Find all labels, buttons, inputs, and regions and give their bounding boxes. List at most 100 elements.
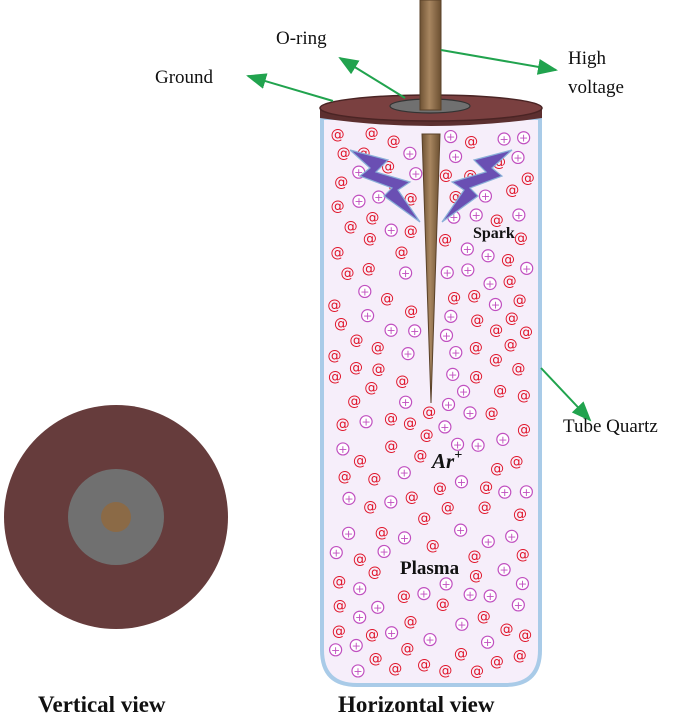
- svg-text:@: @: [328, 348, 342, 364]
- ion-symbol: +: [449, 345, 463, 360]
- svg-text:+: +: [472, 209, 481, 222]
- svg-text:@: @: [413, 448, 427, 464]
- electron-symbol: @: [503, 273, 517, 289]
- svg-text:+: +: [522, 486, 531, 499]
- svg-text:@: @: [420, 427, 434, 443]
- ion-symbol: +: [397, 531, 412, 545]
- electron-symbol: @: [517, 422, 531, 438]
- electron-symbol: @: [353, 551, 367, 567]
- electron-symbol: @: [469, 568, 483, 584]
- svg-text:+: +: [466, 588, 475, 601]
- svg-text:@: @: [518, 628, 532, 644]
- svg-text:+: +: [354, 166, 363, 179]
- ion-symbol: +: [438, 420, 452, 434]
- electron-symbol: @: [490, 212, 504, 228]
- svg-text:+: +: [361, 416, 370, 429]
- svg-text:@: @: [493, 383, 507, 399]
- svg-text:@: @: [441, 500, 455, 516]
- electron-symbol: @: [447, 290, 461, 306]
- svg-text:@: @: [363, 231, 377, 247]
- ion-symbol: +: [439, 328, 454, 342]
- svg-text:@: @: [403, 416, 417, 432]
- svg-text:@: @: [363, 499, 377, 515]
- electron-symbol: @: [467, 288, 481, 304]
- svg-text:@: @: [504, 337, 518, 353]
- svg-text:@: @: [395, 373, 409, 389]
- svg-text:@: @: [332, 623, 346, 639]
- svg-text:+: +: [411, 168, 420, 181]
- electron-symbol: @: [478, 499, 492, 515]
- electron-symbol: @: [368, 565, 382, 581]
- ion-symbol: +: [359, 415, 373, 429]
- ion-symbol: +: [349, 638, 363, 652]
- svg-text:@: @: [490, 212, 504, 228]
- electron-symbol: @: [403, 416, 417, 432]
- ion-symbol: +: [384, 323, 398, 337]
- svg-text:@: @: [503, 273, 517, 289]
- ground-label: Ground: [155, 67, 214, 88]
- ion-symbol: +: [497, 132, 511, 146]
- ion-symbol: +: [480, 635, 495, 649]
- svg-text:@: @: [403, 614, 417, 630]
- svg-text:+: +: [459, 385, 468, 398]
- high-voltage-electrode: [419, 0, 442, 404]
- svg-text:@: @: [365, 210, 379, 226]
- electron-symbol: @: [489, 322, 503, 338]
- svg-text:@: @: [470, 664, 484, 680]
- arrow-high-voltage: [440, 49, 558, 75]
- svg-text:+: +: [332, 547, 341, 560]
- ion-symbol: +: [444, 129, 458, 144]
- electron-symbol: @: [367, 471, 381, 487]
- svg-text:@: @: [511, 361, 525, 377]
- svg-text:@: @: [349, 360, 363, 376]
- electron-symbol: @: [338, 469, 352, 485]
- ion-symbol: +: [512, 208, 526, 222]
- ion-symbol: +: [440, 265, 454, 279]
- svg-text:@: @: [405, 489, 419, 505]
- svg-text:+: +: [355, 583, 364, 596]
- vertical-view-caption: Vertical view: [38, 692, 166, 717]
- arrow-tube-quartz: [540, 367, 592, 422]
- electron-symbol: @: [337, 146, 351, 162]
- svg-text:+: +: [405, 147, 414, 160]
- svg-text:+: +: [499, 133, 508, 146]
- svg-text:@: @: [365, 627, 379, 643]
- electron-symbol: @: [328, 348, 342, 364]
- electron-symbol: @: [365, 627, 379, 643]
- vertical-view-disk: [4, 405, 228, 629]
- electron-symbol: @: [375, 525, 389, 541]
- svg-text:+: +: [387, 627, 396, 640]
- ion-symbol: +: [496, 432, 510, 446]
- svg-text:+: +: [331, 644, 340, 657]
- svg-text:+: +: [518, 578, 527, 591]
- svg-text:@: @: [426, 538, 440, 554]
- ion-symbol: +: [517, 131, 531, 145]
- svg-text:+: +: [344, 492, 353, 505]
- electron-symbol: @: [490, 654, 504, 670]
- svg-text:+: +: [519, 132, 528, 145]
- electron-symbol: @: [509, 454, 523, 470]
- svg-text:+: +: [453, 438, 462, 451]
- ion-symbol: +: [505, 529, 519, 543]
- svg-text:@: @: [353, 551, 367, 567]
- electron-symbol: @: [433, 480, 447, 496]
- svg-text:+: +: [400, 532, 409, 545]
- electron-symbol: @: [331, 127, 345, 143]
- svg-text:+: +: [463, 264, 472, 277]
- svg-text:+: +: [401, 396, 410, 409]
- svg-text:+: +: [500, 486, 509, 499]
- svg-text:@: @: [477, 609, 491, 625]
- ion-symbol: +: [520, 261, 534, 275]
- electron-symbol: @: [413, 448, 427, 464]
- svg-text:+: +: [514, 599, 523, 612]
- electron-symbol: @: [365, 210, 379, 226]
- spark-label: Spark: [473, 225, 515, 242]
- svg-text:+: +: [400, 467, 409, 480]
- svg-text:@: @: [371, 340, 385, 356]
- arrow-o-ring: [338, 56, 406, 99]
- svg-text:+: +: [442, 578, 451, 591]
- svg-text:@: @: [517, 422, 531, 438]
- svg-text:@: @: [490, 654, 504, 670]
- svg-text:+: +: [360, 285, 369, 298]
- svg-text:@: @: [334, 174, 348, 190]
